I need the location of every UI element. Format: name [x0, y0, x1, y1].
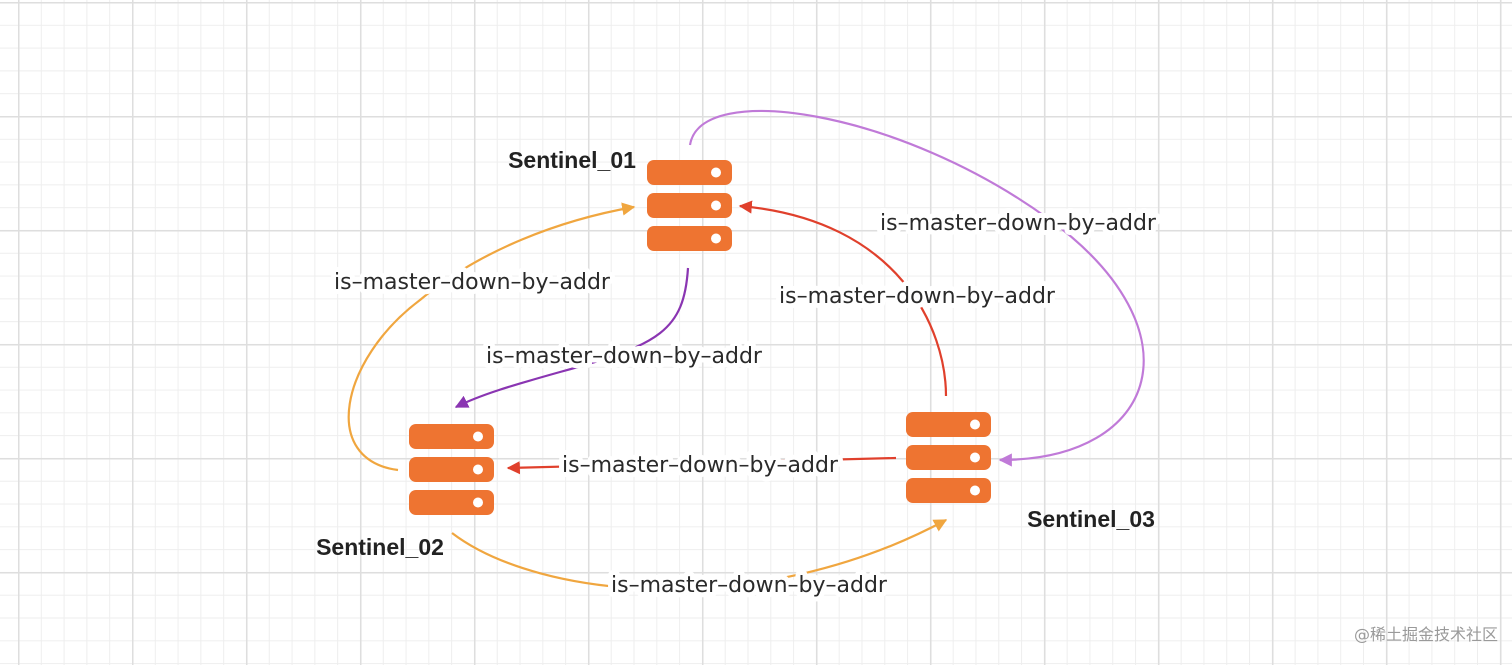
sentinel-01-label: Sentinel_01: [508, 147, 636, 173]
sentinel-03-label: Sentinel_03: [1027, 506, 1155, 532]
edge-label-s02-to-s01: is–master–down–by–addr: [334, 270, 611, 295]
edge-label-s03-to-s01: is–master–down–by–addr: [779, 284, 1056, 309]
edge-s01-to-s02: [454, 267, 690, 408]
edge-label-s03-to-s02: is–master–down–by–addr: [562, 453, 839, 478]
server-icon: [647, 160, 732, 251]
sentinel-02-node[interactable]: Sentinel_02: [316, 424, 494, 560]
edge-s01-to-s03: [688, 109, 1145, 467]
edge-label-s02-to-s03: is–master–down–by–addr: [611, 573, 888, 598]
edge-label-s01-to-s02: is–master–down–by–addr: [486, 344, 763, 369]
sentinel-03-node[interactable]: Sentinel_03: [906, 412, 1155, 532]
server-icon: [906, 412, 991, 503]
edge-s02-to-s03: [451, 519, 948, 591]
edge-s03-to-s02: [506, 456, 897, 475]
edge-label-s01-to-s03: is–master–down–by–addr: [880, 211, 1157, 236]
watermark-text: @稀土掘金技术社区: [1353, 625, 1498, 644]
edge-s03-to-s01: [738, 200, 948, 397]
sentinel-02-label: Sentinel_02: [316, 534, 444, 560]
server-icon: [409, 424, 494, 515]
sentinel-01-node[interactable]: Sentinel_01: [508, 147, 732, 251]
edge-s02-to-s01: [347, 202, 636, 472]
